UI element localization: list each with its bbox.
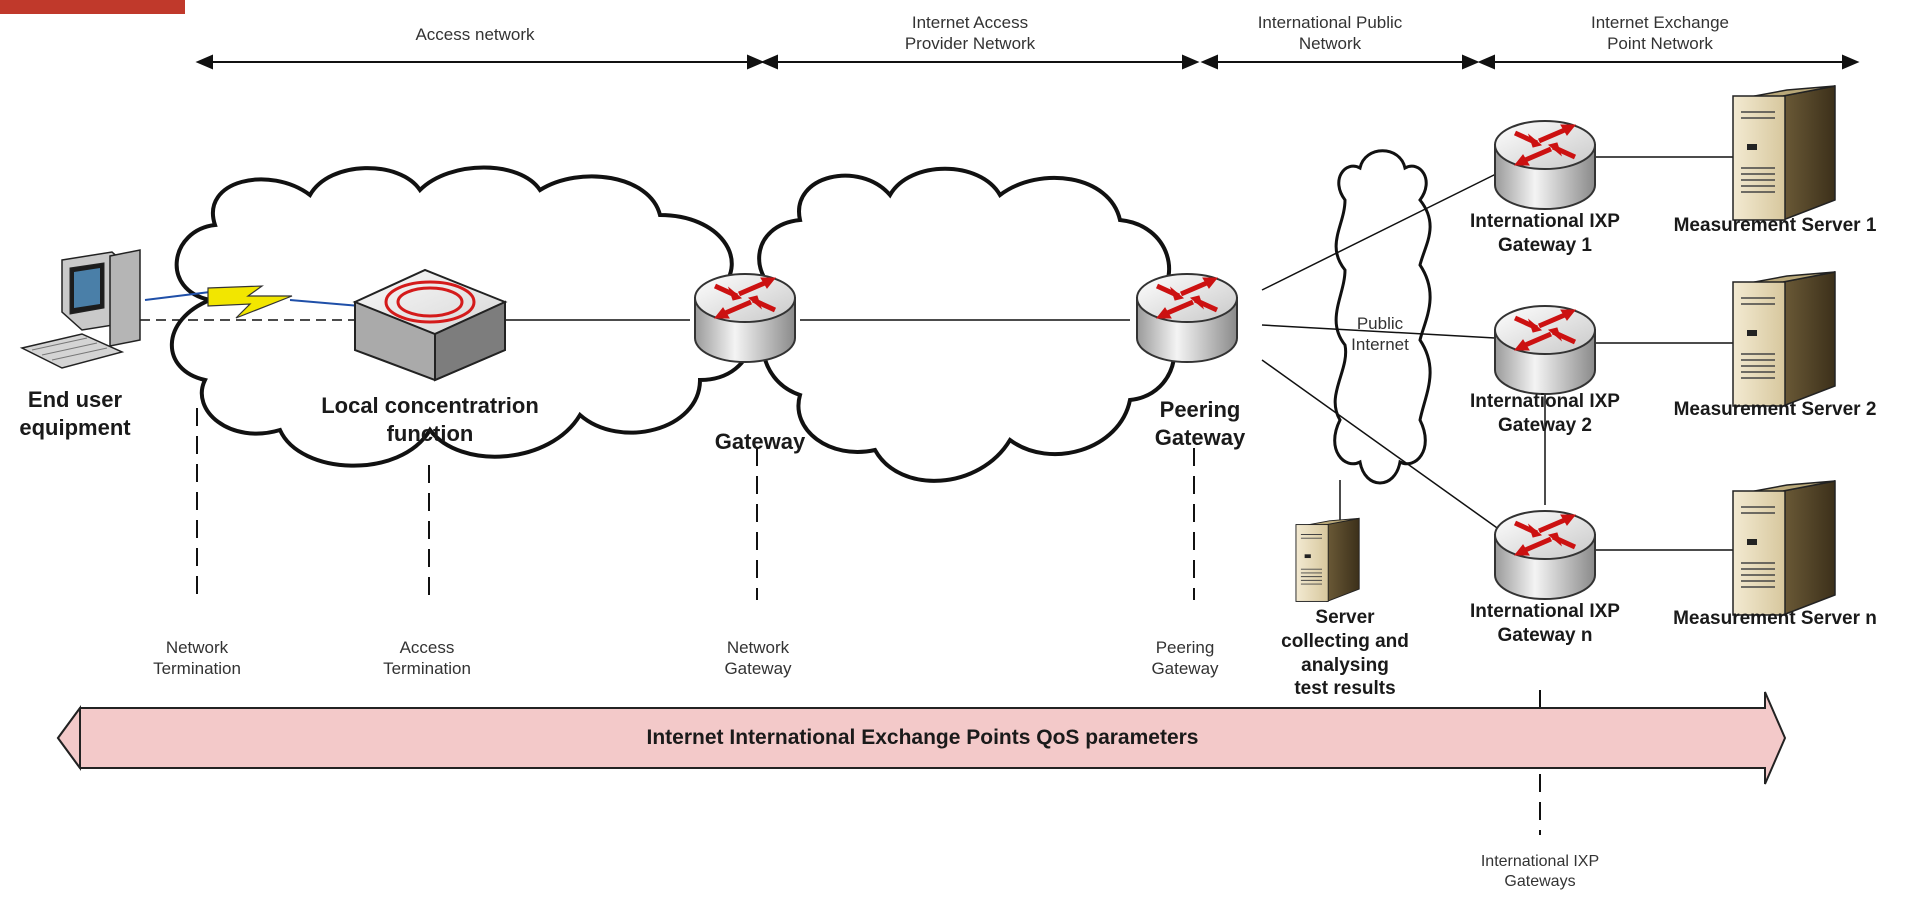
lightning-icon bbox=[144, 285, 361, 319]
ixpg-line1: International IXP bbox=[1480, 853, 1600, 870]
ixp2-line1: International IXP bbox=[1470, 391, 1620, 412]
end-user-line2: equipment bbox=[19, 414, 131, 440]
qos-banner-label: Internet International Exchange Points Q… bbox=[646, 726, 1199, 749]
ixp1-line2: Gateway 1 bbox=[1498, 234, 1592, 256]
segment-iap-label: Internet Access Provider Network bbox=[870, 12, 1070, 55]
segment-iap-line2: Provider Network bbox=[904, 34, 1036, 54]
access-termination-label: Access Termination bbox=[347, 637, 507, 680]
public-internet-line1: Public bbox=[1356, 314, 1404, 333]
ng-line1: Network bbox=[726, 638, 790, 657]
nt-line2: Termination bbox=[153, 659, 241, 679]
msn-server-icon bbox=[1732, 480, 1836, 616]
at-line2: Termination bbox=[383, 659, 471, 679]
collector-line3: analysing bbox=[1301, 654, 1389, 676]
segment-intl-public-line2: Network bbox=[1298, 34, 1362, 54]
at-line1: Access bbox=[399, 638, 455, 657]
network-gateway-label: Network Gateway bbox=[678, 637, 838, 680]
ixpn-line2: Gateway n bbox=[1497, 624, 1593, 646]
collector-line4: test results bbox=[1294, 678, 1396, 700]
ms1-server-icon bbox=[1732, 85, 1836, 221]
ms2-server-icon bbox=[1732, 271, 1836, 407]
collector-server-icon bbox=[1295, 517, 1360, 602]
segment-ixp-label: Internet Exchange Point Network bbox=[1560, 12, 1760, 55]
ng-line2: Gateway bbox=[724, 659, 792, 679]
collector-line2: collecting and bbox=[1281, 630, 1409, 652]
ixp-gateways-term-label: International IXP Gateways bbox=[1440, 852, 1640, 892]
ixp1-label: International IXP Gateway 1 bbox=[1430, 210, 1660, 258]
ixp2-line2: Gateway 2 bbox=[1498, 414, 1592, 436]
msn-label: Measurement Server n bbox=[1673, 608, 1877, 629]
pc-icon bbox=[19, 249, 141, 369]
end-user-label: End user equipment bbox=[0, 386, 150, 441]
collector-server-label: Server collecting and analysing test res… bbox=[1270, 606, 1420, 701]
segment-intl-public-line1: International Public bbox=[1257, 13, 1403, 32]
ixp2-router-icon bbox=[1495, 306, 1595, 394]
ixpn-label: International IXP Gateway n bbox=[1430, 600, 1660, 648]
gateway-router-icon bbox=[695, 274, 795, 362]
local-conc-line2: function bbox=[386, 420, 474, 446]
peering-router-icon bbox=[1137, 274, 1237, 362]
links bbox=[140, 156, 1745, 551]
concentrator-icon bbox=[352, 268, 508, 382]
qos-banner-arrow bbox=[56, 691, 1787, 785]
local-concentration-label: Local concentratrion function bbox=[280, 392, 580, 447]
segment-ixp-line1: Internet Exchange bbox=[1591, 13, 1729, 32]
peering-line2: Gateway bbox=[1154, 424, 1246, 450]
local-conc-line1: Local concentratrion bbox=[321, 393, 539, 418]
ixpn-line1: International IXP bbox=[1470, 601, 1620, 622]
ixp1-line1: International IXP bbox=[1470, 211, 1620, 232]
ms2-label: Measurement Server 2 bbox=[1673, 399, 1877, 420]
gateway-label: Gateway bbox=[714, 429, 806, 454]
segment-ixp-line2: Point Network bbox=[1607, 34, 1713, 54]
pg-line2: Gateway bbox=[1151, 659, 1219, 679]
network-termination-label: Network Termination bbox=[117, 637, 277, 680]
accent-tab bbox=[0, 0, 185, 14]
segment-access-label: Access network bbox=[415, 25, 535, 44]
public-internet-label: Public Internet bbox=[1330, 313, 1430, 356]
public-internet-cloud-icon bbox=[1333, 149, 1432, 485]
ixp1-router-icon bbox=[1495, 121, 1595, 209]
ms1-label: Measurement Server 1 bbox=[1673, 215, 1877, 236]
segment-iap-line1: Internet Access bbox=[911, 13, 1029, 32]
ixpg-line2: Gateways bbox=[1504, 873, 1576, 890]
end-user-line1: End user bbox=[27, 387, 123, 412]
collector-line1: Server bbox=[1315, 607, 1375, 628]
segment-intl-public-label: International Public Network bbox=[1230, 12, 1430, 55]
segment-arrows bbox=[195, 54, 1860, 70]
pg-line1: Peering bbox=[1155, 638, 1215, 657]
peering-gateway-term-label: Peering Gateway bbox=[1105, 637, 1265, 680]
ixp2-label: International IXP Gateway 2 bbox=[1430, 390, 1660, 438]
peering-line1: Peering bbox=[1159, 397, 1241, 422]
public-internet-line2: Internet bbox=[1351, 335, 1409, 355]
nt-line1: Network bbox=[165, 638, 229, 657]
ixpn-router-icon bbox=[1495, 511, 1595, 599]
peering-gateway-label: Peering Gateway bbox=[1120, 396, 1280, 451]
